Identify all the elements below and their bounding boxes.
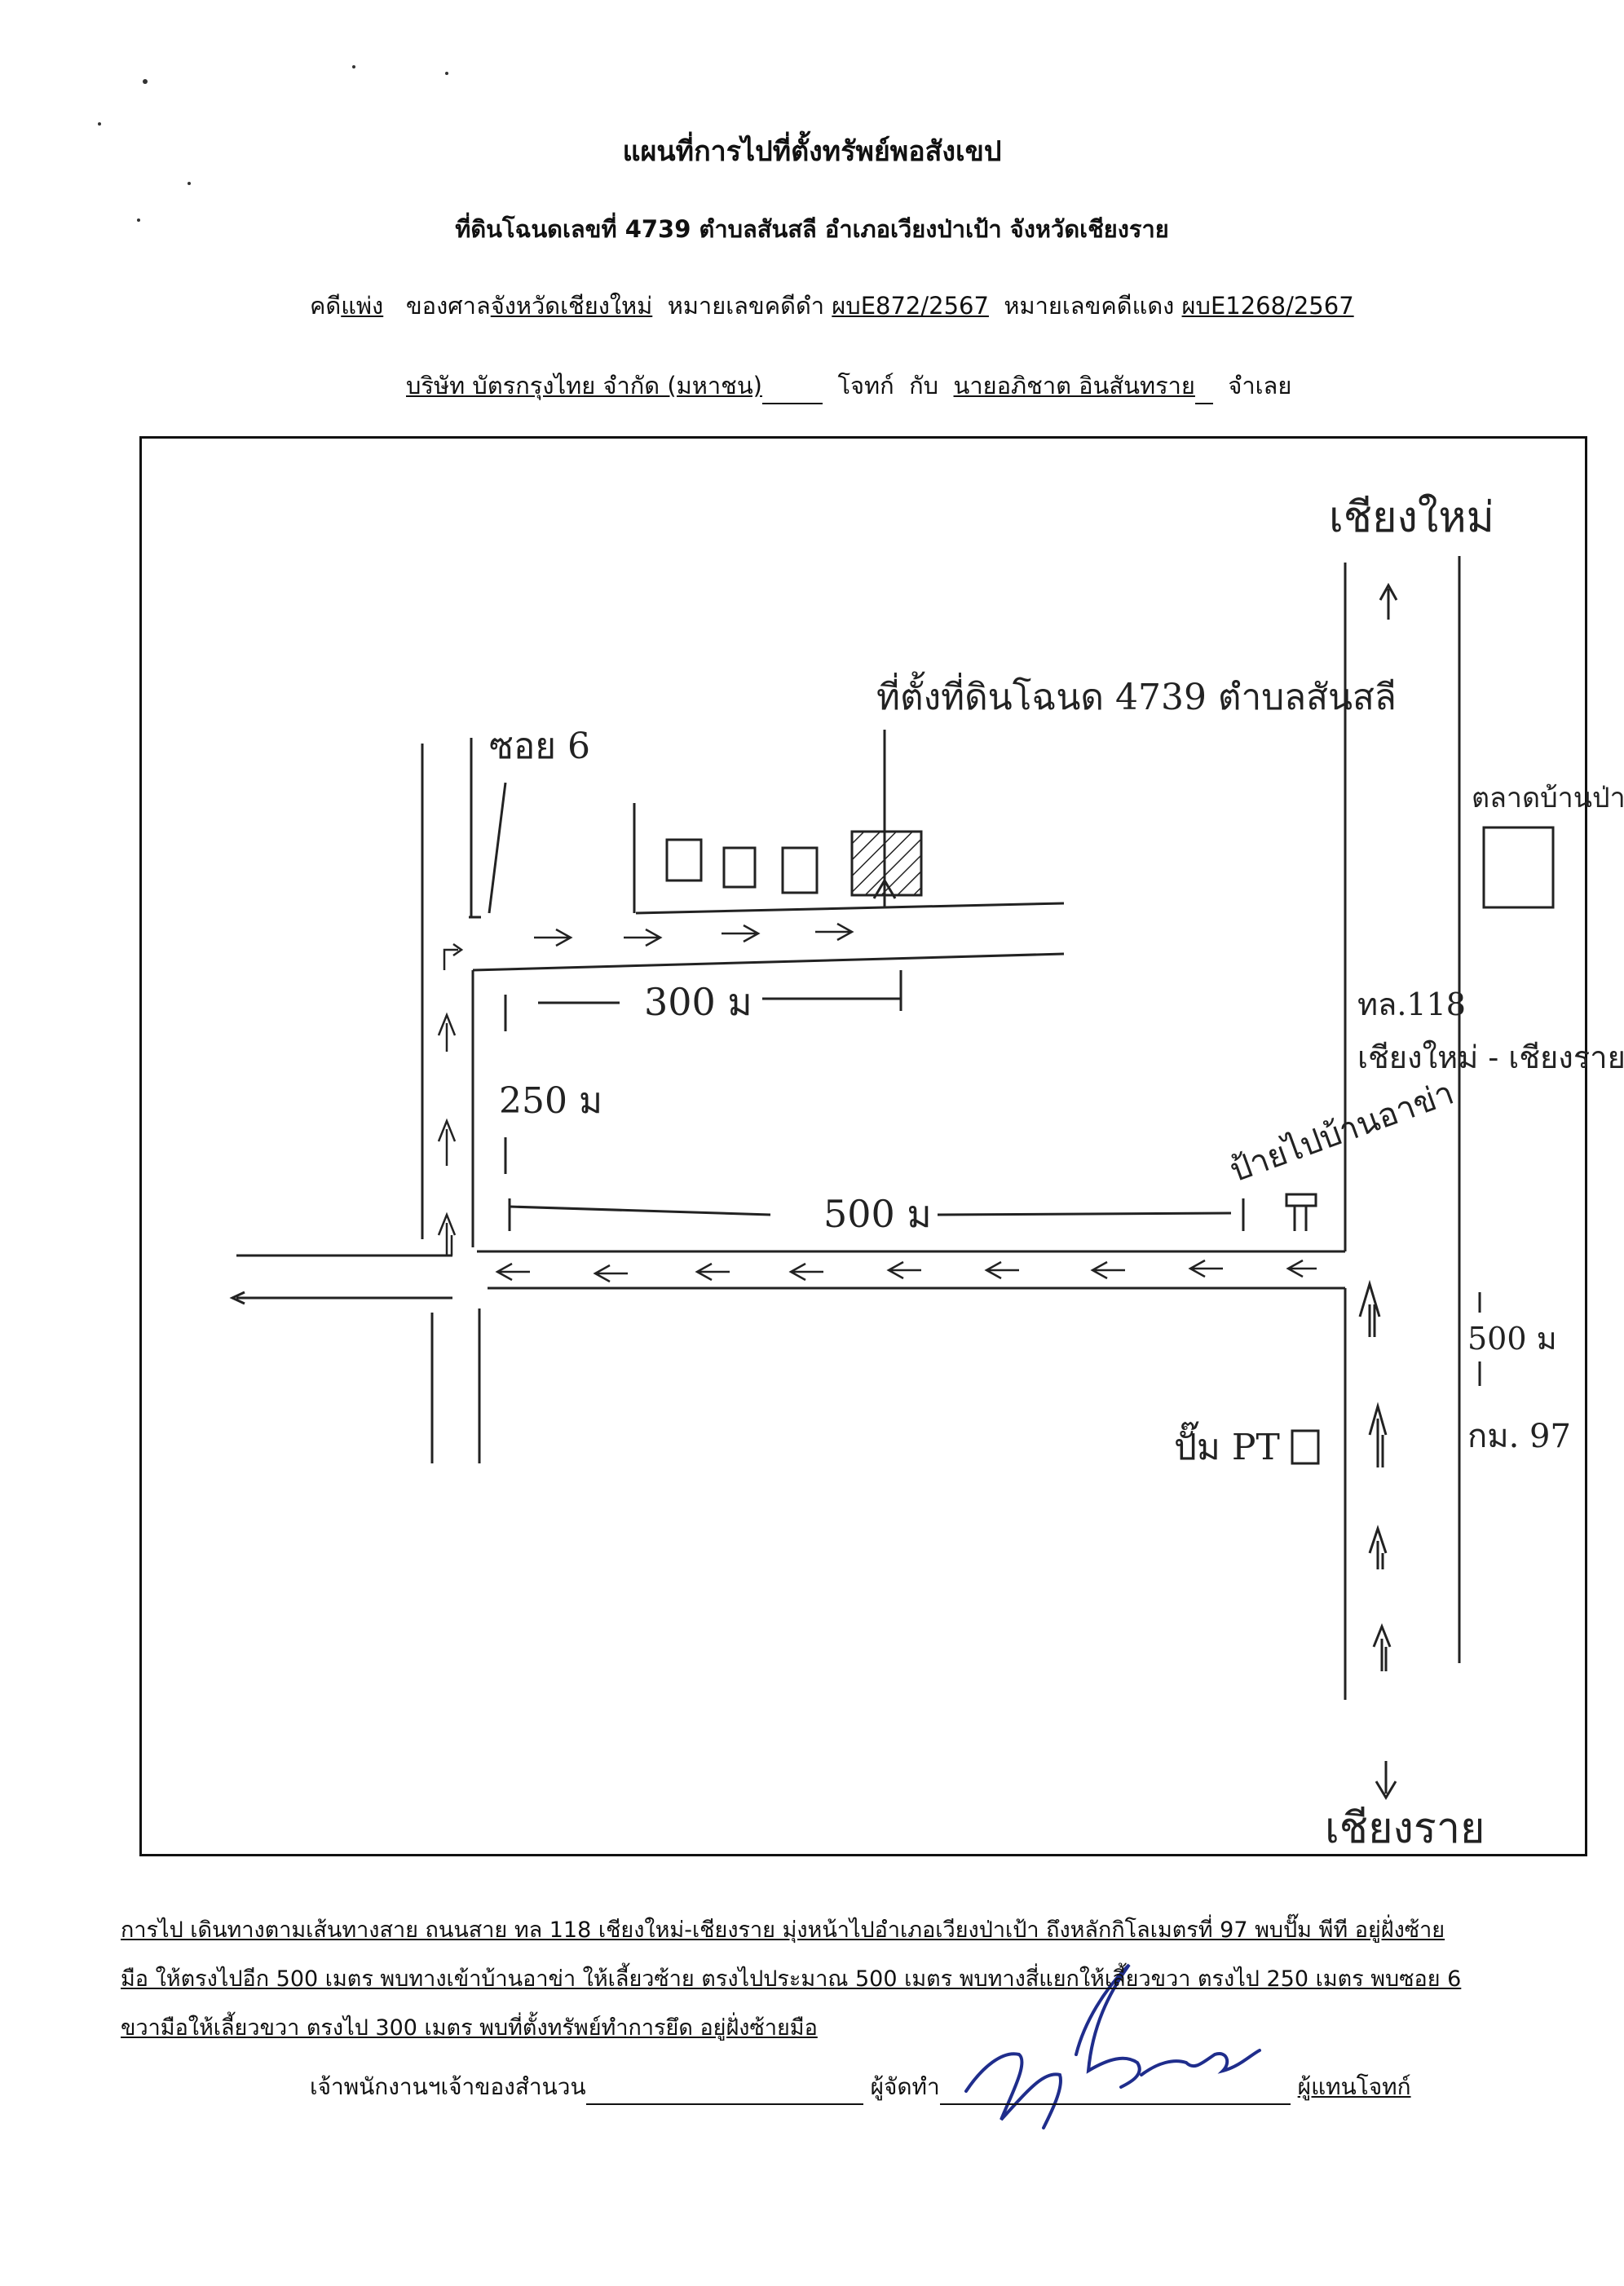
case-line: คดีแพ่ง ของศาลจังหวัดเชียงใหม่ หมายเลขคด… — [310, 287, 1354, 324]
gas-station-label: ปั๊ม PT — [1174, 1421, 1280, 1468]
distance-250-label: 250 ม — [499, 1080, 602, 1122]
west-arrow — [229, 1291, 269, 1305]
black-case-label: หมายเลขคดีดำ — [667, 292, 825, 320]
highway-arrows — [1358, 582, 1398, 1800]
parties-connector: กับ — [909, 372, 939, 399]
preparer-signature — [964, 1963, 1261, 2129]
blank-line — [762, 378, 823, 404]
blank-line — [1194, 378, 1213, 404]
soi-road-arrows — [534, 922, 854, 947]
property-subtitle: ที่ดินโฉนดเลขที่ 4739 ตำบลสันสลี อำเภอเว… — [455, 215, 1169, 243]
court-name: จังหวัดเชียงใหม่ — [490, 292, 653, 320]
property-pointer — [872, 730, 897, 907]
soi-6-sidelines — [470, 738, 636, 917]
document-title: แผนที่การไปที่ตั้งทรัพย์พอสังเขป — [622, 135, 1002, 168]
scan-specks — [98, 65, 448, 222]
turnoff-sign-icon — [1285, 1193, 1317, 1231]
directions-text: การไป เดินทางตามเส้นทางสาย ถนนสาย ทล 118… — [121, 1906, 1580, 2053]
black-case-number: ผบE872/2567 — [832, 292, 989, 320]
court-prefix: ของศาล — [405, 292, 491, 320]
parties-line: บริษัท บัตรกรุงไทย จำกัด (มหาชน) โจทก์ ก… — [406, 367, 1291, 404]
highway-118 — [1344, 556, 1461, 1700]
map-frame — [139, 436, 1587, 1856]
plaintiff-name: บริษัท บัตรกรุงไทย จำกัด (มหาชน) — [406, 372, 762, 399]
case-type: แพ่ง — [341, 292, 384, 320]
gas-station-box — [1291, 1429, 1320, 1465]
distance-300-label: 300 ม — [644, 980, 752, 1024]
officer-sign-blank — [585, 2079, 863, 2105]
distance-markers — [504, 970, 1481, 1386]
preparer-label: ผู้จัดทำ — [870, 2073, 940, 2100]
vertical-road-arrows — [437, 942, 464, 1256]
red-case-number: ผบE1268/2567 — [1181, 292, 1354, 320]
case-prefix: คดี — [310, 292, 342, 320]
market-label: ตลาดบ้านป่าเป้า — [1472, 782, 1624, 814]
soi-label: ซอย 6 — [489, 726, 590, 767]
akha-road-arrows — [495, 1259, 1317, 1283]
north-city-label: เชียงใหม่ — [1329, 493, 1494, 542]
directions-line: มือ ให้ตรงไปอีก 500 เมตร พบทางเข้าบ้านอา… — [121, 1966, 1462, 1992]
directions-line: การไป เดินทางตามเส้นทางสาย ถนนสาย ทล 118… — [121, 1918, 1445, 1943]
houses — [665, 838, 819, 894]
distance-500-road-label: 500 ม — [823, 1192, 932, 1236]
distance-500-highway-label: 500 ม — [1467, 1321, 1557, 1357]
defendant-role: จำเลย — [1228, 372, 1292, 399]
red-case-label: หมายเลขคดีแดง — [1004, 292, 1175, 320]
market-box — [1482, 826, 1555, 909]
highway-route-label: เชียงใหม่ - เชียงราย — [1357, 1039, 1624, 1075]
akha-village-road — [236, 1250, 1345, 1300]
south-city-label: เชียงราย — [1325, 1804, 1485, 1853]
plaintiff-rep-label: ผู้แทนโจทก์ — [1297, 2073, 1411, 2100]
highway-number-label: ทล.118 — [1357, 986, 1466, 1022]
defendant-name: นายอภิชาต อินสันทราย — [953, 372, 1195, 399]
directions-line: ขวามือให้เลี้ยวขวา ตรงไป 300 เมตร พบที่ต… — [121, 2015, 818, 2041]
turnoff-label: ป้ายไปบ้านอาข่า — [1225, 1075, 1459, 1190]
preparer-sign-blank — [939, 2079, 1291, 2105]
km-marker-label: กม. 97 — [1467, 1418, 1571, 1455]
property-label: ที่ตั้งที่ดินโฉนด 4739 ตำบลสันสลี — [876, 671, 1397, 718]
crossroad-vertical-road — [421, 744, 481, 1463]
officer-label: เจ้าพนักงานฯเจ้าของสำนวน — [310, 2073, 586, 2100]
signature-line: เจ้าพนักงานฯเจ้าของสำนวน ผู้จัดทำ ผู้แทน… — [310, 2069, 1411, 2105]
plaintiff-role: โจทก์ — [837, 372, 894, 399]
